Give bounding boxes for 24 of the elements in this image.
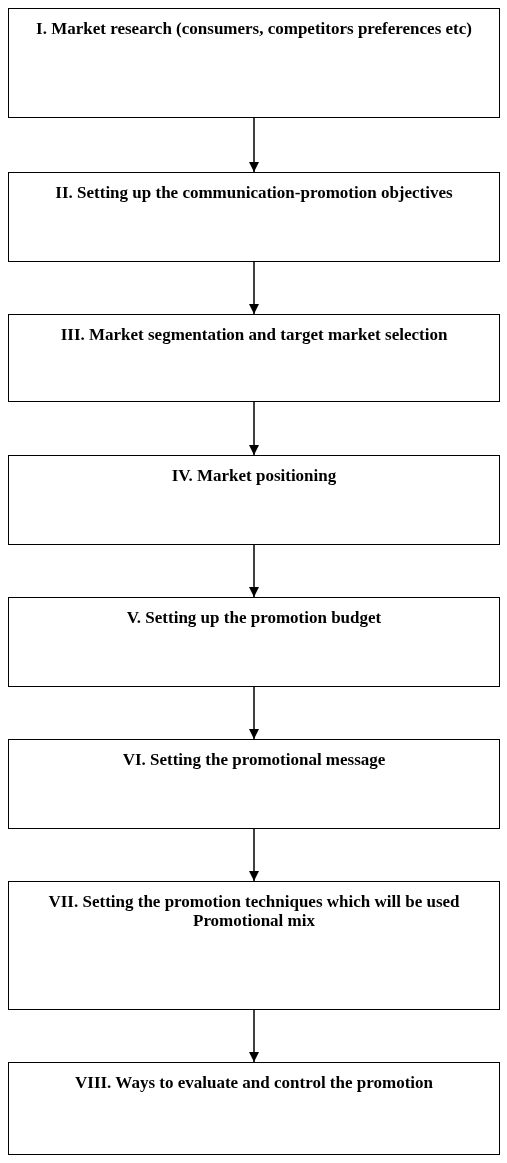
box-text: III. Market segmentation and target market selection xyxy=(60,325,448,344)
process-box xyxy=(8,739,500,829)
arrow xyxy=(249,686,259,740)
process-box xyxy=(8,455,500,545)
box-text: IV. Market positioning xyxy=(171,466,337,485)
arrow xyxy=(249,544,259,598)
box-text: II. Setting up the communication-promotion objectives xyxy=(55,183,453,202)
process-box xyxy=(8,597,500,687)
process-box xyxy=(8,172,500,262)
arrow xyxy=(249,261,259,315)
arrow xyxy=(249,828,259,882)
box-text: V. Setting up the promotion budget xyxy=(126,608,382,627)
box-text: Promotional mix xyxy=(193,911,315,930)
box-text: I. Market research (consumers, competitors preferences etc) xyxy=(36,19,472,38)
box-text: VI. Setting the promotional message xyxy=(122,750,386,769)
process-box xyxy=(8,881,500,1010)
process-box xyxy=(8,314,500,402)
arrow xyxy=(249,117,259,173)
process-box xyxy=(8,8,500,118)
arrow xyxy=(249,401,259,456)
process-box xyxy=(8,1062,500,1155)
arrow xyxy=(249,1009,259,1063)
box-text: VII. Setting the promotion techniques which will be used xyxy=(48,892,460,911)
box-text: VIII. Ways to evaluate and control the promotion xyxy=(75,1073,433,1092)
